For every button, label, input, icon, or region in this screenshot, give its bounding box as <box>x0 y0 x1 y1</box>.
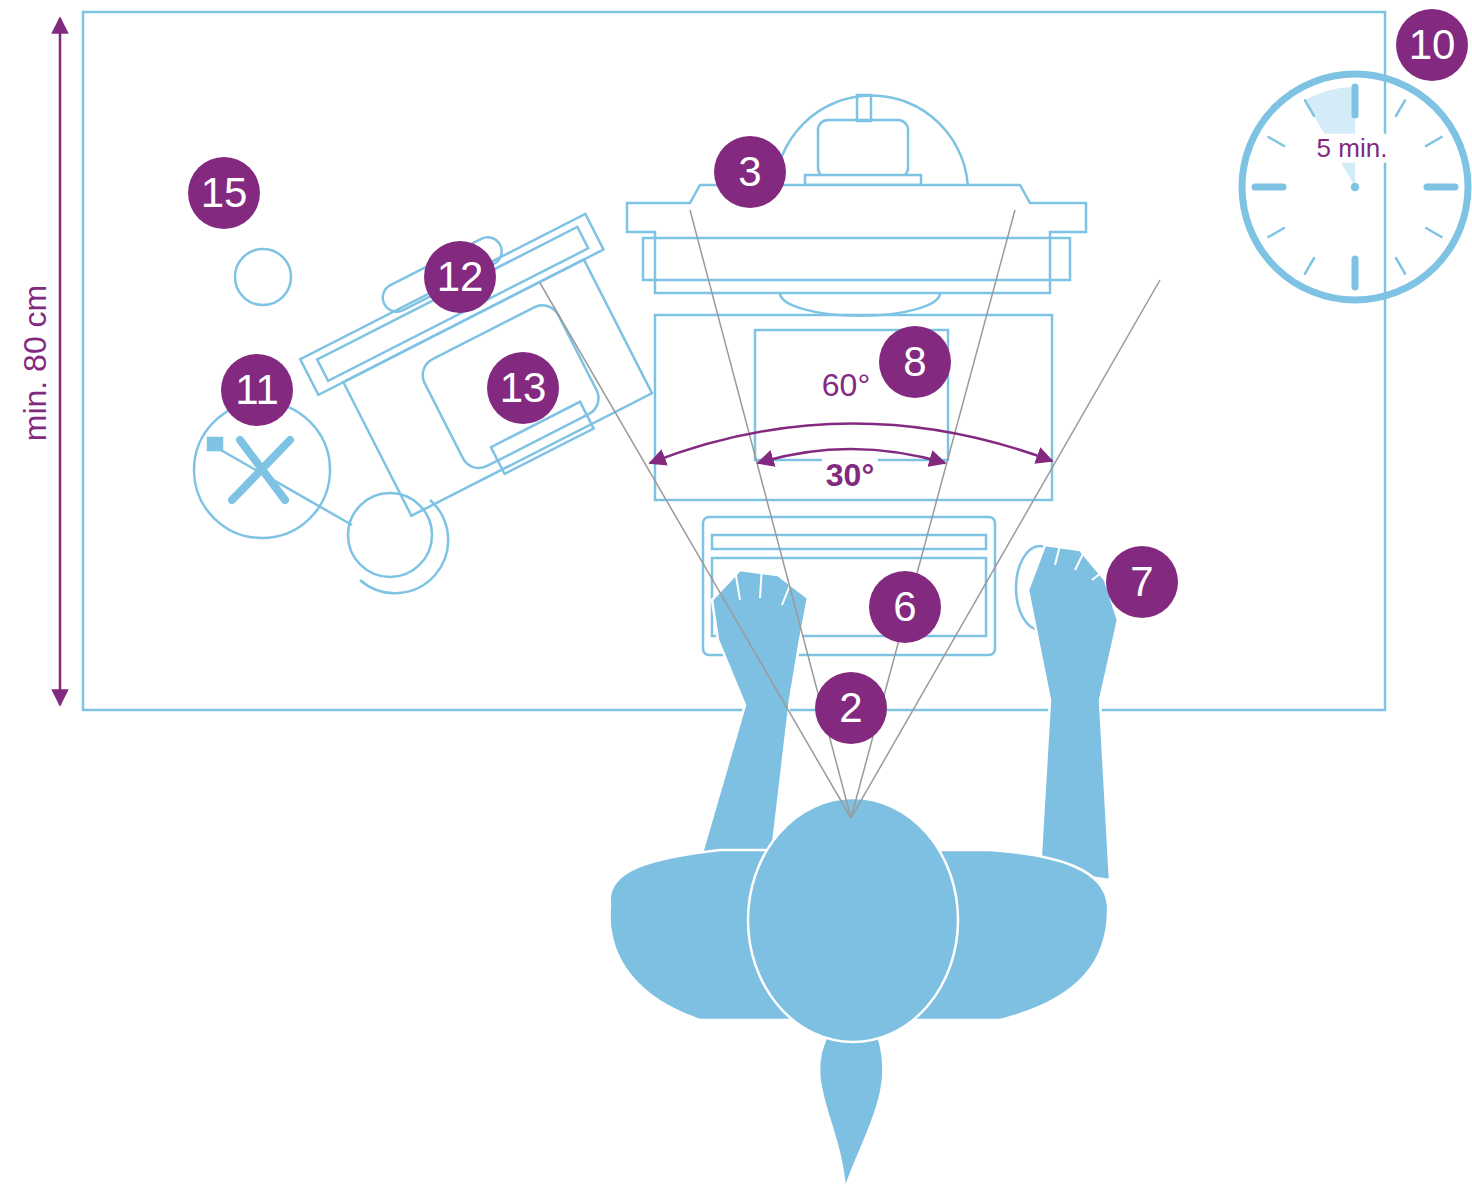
sight-line <box>851 280 1160 818</box>
clock-tick <box>1426 228 1442 237</box>
measure-label: 30° <box>822 458 878 493</box>
ponytail <box>819 1030 884 1190</box>
camera-knob <box>857 95 871 121</box>
clock-tick <box>1305 258 1314 274</box>
clock-tick <box>1352 87 1359 115</box>
camera-base <box>805 175 921 185</box>
phone <box>417 299 605 474</box>
right-arm <box>1028 545 1118 880</box>
clock-tick <box>1396 258 1405 274</box>
document-top <box>378 232 507 316</box>
camera <box>818 120 908 178</box>
pen-tip <box>208 438 222 450</box>
callout-number: 3 <box>714 136 786 208</box>
callout-number: 2 <box>815 672 887 744</box>
clock-tick <box>1396 100 1405 116</box>
clock-tick <box>1427 184 1455 191</box>
headset-cushion <box>360 500 448 593</box>
dimension-label: min. 80 cm <box>17 281 54 445</box>
monitor-stand <box>775 95 968 192</box>
callout-number: 8 <box>879 326 951 398</box>
clock-tick <box>1255 184 1283 191</box>
document <box>343 260 652 516</box>
clock-tick <box>1268 228 1284 237</box>
clock-tick <box>1426 137 1442 146</box>
laptop <box>655 315 1052 500</box>
sight-line <box>540 283 851 818</box>
clock <box>1242 74 1468 300</box>
callout-number: 6 <box>869 571 941 643</box>
headset <box>348 493 432 577</box>
angle-arc <box>650 423 1052 463</box>
callout-number: 11 <box>221 354 293 426</box>
clock-tick <box>1305 100 1314 116</box>
document-holder <box>300 214 603 395</box>
pens <box>232 440 290 500</box>
callout-number: 12 <box>424 241 496 313</box>
callout-number: 13 <box>487 352 559 424</box>
callout-number: 15 <box>188 157 260 229</box>
keyboard-row <box>712 535 986 549</box>
clock-tick <box>1268 137 1284 146</box>
measure-label: 5 min. <box>1313 134 1392 163</box>
clock-center <box>1352 184 1358 190</box>
head <box>748 798 958 1042</box>
measure-label: 60° <box>818 368 874 403</box>
document-holder-slot <box>317 227 588 381</box>
headset-band <box>212 445 352 525</box>
dimension-arrow <box>59 18 62 705</box>
monitor <box>627 185 1086 293</box>
callout-number: 10 <box>1396 9 1468 81</box>
monitor-foot <box>780 293 940 316</box>
callout-number: 7 <box>1106 546 1178 618</box>
cup <box>235 249 291 305</box>
clock-tick <box>1352 259 1359 287</box>
